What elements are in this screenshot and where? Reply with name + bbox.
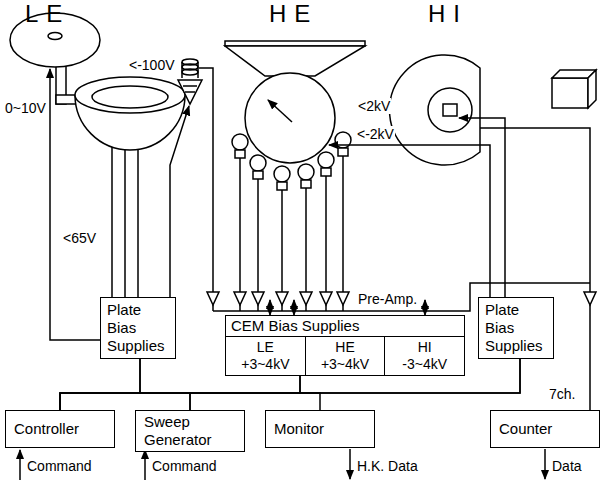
le-analyzer xyxy=(182,62,198,78)
preamp-symbols xyxy=(252,292,264,305)
preamp-symbols xyxy=(300,292,312,305)
bias-wires xyxy=(170,106,189,297)
he-analyzer xyxy=(301,180,311,188)
bias-supply-cell: HI-3~4kV xyxy=(384,337,464,375)
le-analyzer xyxy=(48,33,62,40)
bias-wires xyxy=(50,69,100,340)
box-title: CEM Bias Supplies xyxy=(226,316,464,337)
he-analyzer xyxy=(225,46,365,76)
box-value: +3~4kV xyxy=(306,356,385,373)
analyzer-title: HE xyxy=(268,0,319,28)
box-value: -3~4kV xyxy=(385,356,464,373)
io-arrows xyxy=(544,449,546,479)
he-analyzer xyxy=(318,152,334,168)
hi-analyzer xyxy=(588,70,596,108)
preamp-symbols xyxy=(584,292,596,305)
hi-analyzer xyxy=(552,78,588,108)
io-arrows xyxy=(349,449,351,479)
le-analyzer xyxy=(10,13,202,150)
signal-wires xyxy=(480,128,590,292)
plate-bias-supply-box: Plate Bias Supplies xyxy=(100,297,176,359)
box-title: Plate Bias Supplies xyxy=(107,301,169,355)
cell-row: LE+3~4kVHE+3~4kVHI-3~4kV xyxy=(226,337,464,375)
he-analyzer xyxy=(321,168,331,176)
hi-analyzer xyxy=(443,104,457,116)
signal-label: H.K. Data xyxy=(356,458,419,474)
bus-connector xyxy=(300,376,320,410)
he-analyzer xyxy=(274,166,290,182)
signal-label: Command xyxy=(26,458,93,474)
le-analyzer xyxy=(178,80,202,104)
signal-label: Data xyxy=(551,458,583,474)
preamp-symbols xyxy=(276,292,288,305)
hi-analyzer xyxy=(428,88,472,132)
box-title: Monitor xyxy=(274,420,366,438)
io-arrows xyxy=(20,449,545,480)
he-analyzer xyxy=(245,73,335,163)
signal-wires xyxy=(213,305,343,311)
bias-wires xyxy=(269,300,271,315)
voltage-label: <65V xyxy=(62,230,97,246)
he-analyzer xyxy=(253,171,263,179)
le-analyzer xyxy=(75,77,185,113)
analyzer-title: LE xyxy=(24,0,71,28)
he-analyzer xyxy=(235,150,245,158)
signal-wires xyxy=(199,68,590,410)
le-analyzer xyxy=(92,86,168,108)
signal-wires xyxy=(589,305,591,410)
box-title: Plate Bias Supplies xyxy=(485,301,547,355)
box-title: HE xyxy=(306,339,385,356)
channel-count: 7ch. xyxy=(548,386,576,402)
electronics-box: Sweep Generator xyxy=(135,410,245,452)
voltage-label: <-2kV xyxy=(356,126,395,142)
cem-bias-supply-box: CEM Bias SuppliesLE+3~4kVHE+3~4kVHI-3~4k… xyxy=(225,315,465,376)
box-title: Counter xyxy=(499,420,591,438)
electronics-box: Monitor xyxy=(265,410,375,448)
signal-wires xyxy=(199,68,213,292)
he-analyzer xyxy=(277,182,287,190)
electronics-box: Controller xyxy=(5,410,115,448)
bus-connector xyxy=(60,359,140,410)
he-analyzer xyxy=(250,155,266,171)
bias-wires xyxy=(329,145,490,297)
preamp-symbols xyxy=(234,292,246,305)
bias-supply-cell: LE+3~4kV xyxy=(226,337,305,375)
preamp-symbols xyxy=(207,292,219,305)
voltage-label: <2kV xyxy=(357,98,391,114)
bias-supply-cell: HE+3~4kV xyxy=(305,337,385,375)
box-title: Sweep Generator xyxy=(144,413,236,449)
bias-wires xyxy=(424,300,426,315)
io-arrows xyxy=(144,450,146,480)
signal-label: Command xyxy=(151,458,218,474)
he-analyzer xyxy=(268,100,292,122)
voltage-label: 0~10V xyxy=(4,100,47,116)
bias-wires xyxy=(293,300,295,315)
voltage-label: <-100V xyxy=(128,57,176,73)
box-title: HI xyxy=(385,339,464,356)
component-label: Pre-Amp. xyxy=(357,291,418,307)
he-analyzer xyxy=(240,156,343,292)
bus-connector xyxy=(140,359,190,410)
he-analyzer xyxy=(298,164,314,180)
he-analyzer xyxy=(232,134,248,150)
box-title: LE xyxy=(226,339,305,356)
bias-wires xyxy=(112,147,138,297)
preamp-symbols xyxy=(337,292,349,305)
analyzer-title: HI xyxy=(427,0,469,28)
plate-bias-supply-box: Plate Bias Supplies xyxy=(478,297,554,359)
box-value: +3~4kV xyxy=(226,356,305,373)
hi-analyzer xyxy=(389,55,596,165)
bias-wires xyxy=(459,118,505,297)
io-arrows xyxy=(19,450,21,480)
hi-analyzer xyxy=(389,55,480,165)
le-analyzer xyxy=(183,86,197,92)
he-analyzer xyxy=(225,41,365,292)
preamp-symbols xyxy=(320,292,332,305)
electronics-box: Counter xyxy=(490,410,600,448)
box-title: Controller xyxy=(14,420,106,438)
le-analyzer xyxy=(182,69,198,75)
he-analyzer xyxy=(338,148,348,156)
